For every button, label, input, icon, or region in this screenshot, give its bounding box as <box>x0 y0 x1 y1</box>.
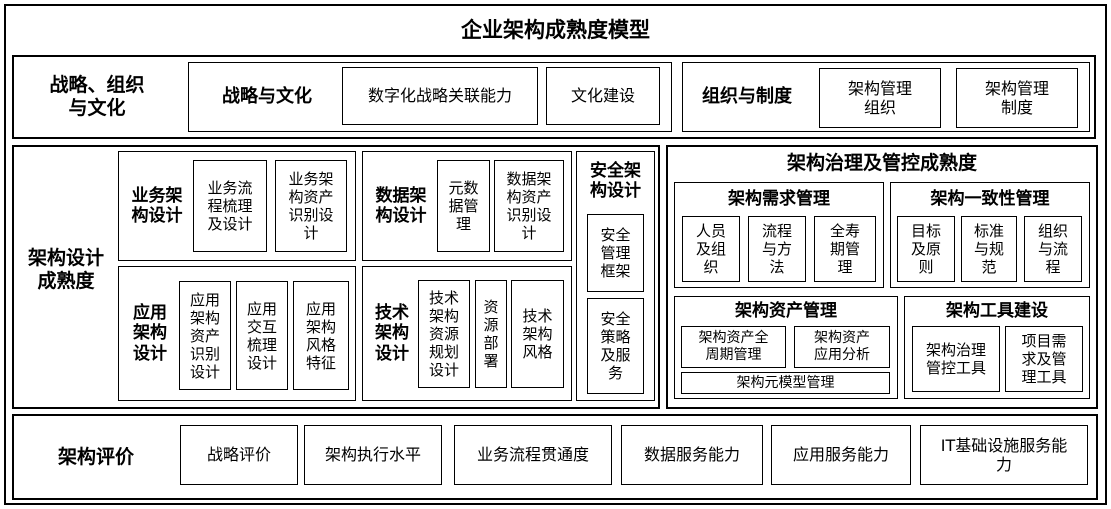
application-arch-label: 应用 架构 设计 <box>133 302 167 364</box>
asset-mgmt-label: 架构资产管理 <box>735 300 837 321</box>
data-service-box: 数据服务能力 <box>621 425 763 485</box>
tools-label: 架构工具建设 <box>946 300 1048 321</box>
tech-resource-plan-box: 技术 架构 资源 规划 设计 <box>418 280 470 388</box>
business-process-box: 业务流 程梳理 及设计 <box>193 160 267 252</box>
culture-building-box: 文化建设 <box>546 67 660 125</box>
app-interaction-box: 应用 交互 梳理 设计 <box>236 281 288 390</box>
goals-principles-box: 目标 及原 则 <box>897 216 955 282</box>
security-framework-box: 安全 管理 框架 <box>587 214 644 292</box>
data-arch-label: 数据架 构设计 <box>375 185 427 226</box>
strategy-eval-box: 战略评价 <box>180 425 298 485</box>
process-method-box: 流程 与方 法 <box>748 216 806 282</box>
asset-lifecycle-box: 架构资产全 周期管理 <box>681 326 786 368</box>
org-system-label: 组织与制度 <box>702 86 792 108</box>
tech-style-box: 技术 架构 风格 <box>511 280 564 388</box>
consistency-label: 架构一致性管理 <box>930 188 1050 209</box>
governance-label: 架构治理及管控成熟度 <box>786 151 977 174</box>
data-asset-box: 数据架 构资产 识别设 计 <box>494 160 564 252</box>
meta-model-box: 架构元模型管理 <box>681 372 890 394</box>
lifecycle-mgmt-box: 全寿 期管 理 <box>814 216 876 282</box>
arch-mgmt-org-box: 架构管理 组织 <box>819 68 941 128</box>
strategy-org-label: 战略、组织 与文化 <box>49 74 145 119</box>
security-arch-label: 安全架 构设计 <box>590 160 641 201</box>
business-asset-box: 业务架 构资产 识别设 计 <box>275 160 347 252</box>
business-arch-label: 业务架 构设计 <box>131 185 183 226</box>
app-style-box: 应用 架构 风格 特征 <box>293 281 349 390</box>
project-tools-box: 项目需 求及管 理工具 <box>1005 326 1083 392</box>
evaluation-label: 架构评价 <box>57 445 134 468</box>
arch-mgmt-system-box: 架构管理 制度 <box>956 68 1078 128</box>
org-process-box: 组织 与流 程 <box>1024 216 1082 282</box>
diagram-title: 企业架构成熟度模型 <box>461 18 650 43</box>
app-asset-box: 应用 架构 资产 识别 设计 <box>179 281 231 390</box>
people-org-box: 人员 及组 织 <box>682 216 740 282</box>
governance-tools-box: 架构治理 管控工具 <box>912 326 1000 392</box>
it-infra-service-box: IT基础设施服务能 力 <box>920 425 1088 485</box>
app-service-box: 应用服务能力 <box>771 425 911 485</box>
digital-strategy-box: 数字化战略关联能力 <box>342 67 538 125</box>
tech-arch-label: 技术 架构 设计 <box>375 302 409 364</box>
asset-application-box: 架构资产 应用分析 <box>794 326 890 368</box>
strategy-culture-label: 战略与文化 <box>222 86 312 108</box>
execution-level-box: 架构执行水平 <box>304 425 442 485</box>
process-connectivity-box: 业务流程贯通度 <box>454 425 612 485</box>
design-label: 架构设计 成熟度 <box>27 247 104 292</box>
metadata-mgmt-box: 元数 据管 理 <box>437 160 490 252</box>
resource-deploy-box: 资 源 部 署 <box>475 280 507 388</box>
security-policy-box: 安全 策略 及服 务 <box>587 298 644 394</box>
standards-box: 标准 与规 范 <box>961 216 1017 282</box>
requirements-label: 架构需求管理 <box>728 188 830 209</box>
